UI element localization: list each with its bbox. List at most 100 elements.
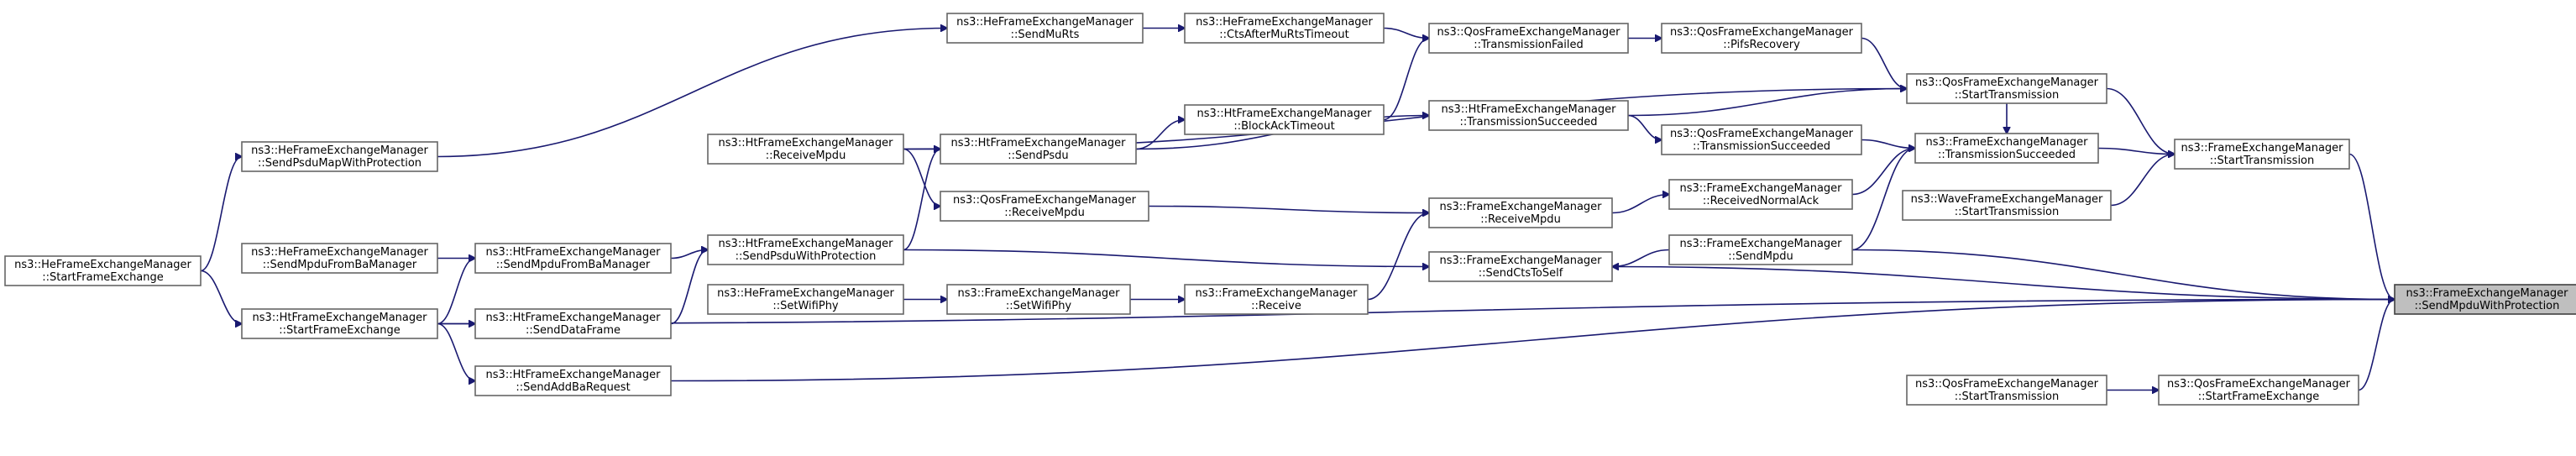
- node-label-method: ::PifsRecovery: [1723, 39, 1800, 51]
- graph-node-qos-pifsrecovery[interactable]: ns3::QosFrameExchangeManager::PifsRecove…: [1661, 23, 1862, 54]
- node-label-class: ns3::HtFrameExchangeManager: [486, 312, 662, 324]
- edge-path: [1135, 120, 1185, 150]
- node-box: [1184, 104, 1385, 135]
- graph-node-he-startframeexchange[interactable]: ns3::HeFrameExchangeManager::StartFrameE…: [4, 255, 202, 286]
- graph-node-fem-starttransmission[interactable]: ns3::FrameExchangeManager::StartTransmis…: [2174, 139, 2350, 170]
- graph-node-qos-starttransmission-a[interactable]: ns3::QosFrameExchangeManager::StartTrans…: [1906, 73, 2107, 104]
- edge-ht-sendpsdu-calls-ht-blockacktimeout: [1135, 120, 1185, 150]
- node-box: [707, 284, 904, 315]
- graph-node-ht-sendmpdufrombamanager[interactable]: ns3::HtFrameExchangeManager::SendMpduFro…: [474, 243, 672, 274]
- node-label-method: ::SendAddBaRequest: [516, 381, 630, 394]
- node-label-class: ns3::HtFrameExchangeManager: [253, 312, 428, 324]
- edge-he-startframeexchange-calls-ht-startframeexchange: [200, 270, 242, 324]
- graph-node-ht-sendpsduwithprotection[interactable]: ns3::HtFrameExchangeManager::SendPsduWit…: [707, 234, 904, 265]
- node-box: [707, 234, 904, 265]
- node-box: [1661, 124, 1862, 155]
- edge-he-ctsaftermurtstimeout-calls-qos-transmissionfailed: [1383, 27, 1429, 39]
- edge-path: [1851, 149, 1915, 251]
- node-label-class: ns3::HtFrameExchangeManager: [951, 137, 1127, 149]
- edge-fem-receivednormalack-calls-fem-transmissionsucceeded: [1851, 149, 1915, 196]
- node-box: [1902, 190, 2112, 221]
- graph-node-fem-transmissionsucceeded[interactable]: ns3::FrameExchangeManager::TransmissionS…: [1914, 133, 2099, 164]
- graph-node-fem-sendmpdu[interactable]: ns3::FrameExchangeManager::SendMpdu: [1668, 234, 1853, 265]
- node-box: [940, 134, 1137, 165]
- edge-path: [1611, 195, 1669, 214]
- node-label-class: ns3::FrameExchangeManager: [1439, 254, 1602, 267]
- edge-path: [2348, 153, 2395, 300]
- edge-qos-startframeexchange-calls-sendmpduwithprotection: [2358, 300, 2395, 391]
- node-box: [707, 134, 904, 165]
- graph-node-fem-receive[interactable]: ns3::FrameExchangeManager::Receive: [1184, 284, 1369, 315]
- edge-path: [2358, 300, 2395, 391]
- graph-node-ht-sendaddbarequest[interactable]: ns3::HtFrameExchangeManager::SendAddBaRe…: [474, 365, 672, 396]
- graph-node-qos-starttransmission-b[interactable]: ns3::QosFrameExchangeManager::StartTrans…: [1906, 375, 2107, 406]
- edge-path: [1383, 27, 1429, 39]
- node-label-class: ns3::FrameExchangeManager: [1679, 238, 1842, 250]
- edge-fem-receive-calls-fem-receivempdu: [1367, 213, 1429, 301]
- node-label-class: ns3::HeFrameExchangeManager: [251, 144, 428, 157]
- graph-node-he-setwifiphy[interactable]: ns3::HeFrameExchangeManager::SetWifiPhy: [707, 284, 904, 315]
- node-box: [241, 308, 438, 339]
- edge-path: [1851, 249, 2395, 300]
- graph-node-ht-startframeexchange[interactable]: ns3::HtFrameExchangeManager::StartFrameE…: [241, 308, 438, 339]
- edge-qos-receivempdu-calls-fem-receivempdu: [1148, 205, 1429, 213]
- graph-node-ht-transmissionsucceeded[interactable]: ns3::HtFrameExchangeManager::Transmissio…: [1428, 100, 1629, 131]
- edge-fem-sendmpdu-calls-fem-transmissionsucceeded: [1851, 149, 1915, 251]
- node-label-method: ::SendMpduFromBaManager: [496, 259, 651, 271]
- edge-fem-transmissionsucceeded-calls-fem-starttransmission: [2097, 147, 2175, 155]
- graph-node-ht-blockacktimeout[interactable]: ns3::HtFrameExchangeManager::BlockAckTim…: [1184, 104, 1385, 135]
- graph-node-qos-receivempdu[interactable]: ns3::QosFrameExchangeManager::ReceiveMpd…: [940, 191, 1149, 222]
- node-label-class: ns3::QosFrameExchangeManager: [1437, 26, 1620, 39]
- node-label-class: ns3::HtFrameExchangeManager: [486, 246, 662, 259]
- node-label-method: ::SendMpduWithProtection: [2415, 300, 2560, 312]
- node-label-method: ::SendCtsToSelf: [1479, 267, 1563, 280]
- graph-node-ht-sendpsdu[interactable]: ns3::HtFrameExchangeManager::SendPsdu: [940, 134, 1137, 165]
- node-label-method: ::SendMpdu: [1728, 250, 1793, 263]
- edge-path: [2097, 147, 2175, 155]
- node-box: [1428, 197, 1613, 228]
- graph-node-fem-receivednormalack[interactable]: ns3::FrameExchangeManager::ReceivedNorma…: [1668, 179, 1853, 210]
- graph-node-ht-receivempdu[interactable]: ns3::HtFrameExchangeManager::ReceiveMpdu: [707, 134, 904, 165]
- graph-node-he-sendpsdumapwithprotection[interactable]: ns3::HeFrameExchangeManager::SendPsduMap…: [241, 141, 438, 172]
- edge-ht-sendmpdufrombamanager-calls-ht-sendpsduwithprotection: [670, 250, 708, 259]
- graph-node-he-sendmurts[interactable]: ns3::HeFrameExchangeManager::SendMuRts: [946, 13, 1144, 44]
- graph-node-qos-transmissionsucceeded[interactable]: ns3::QosFrameExchangeManager::Transmissi…: [1661, 124, 1862, 155]
- node-box: [1668, 234, 1853, 265]
- node-label-class: ns3::HtFrameExchangeManager: [719, 137, 894, 149]
- graph-node-he-ctsaftermurtstimeout[interactable]: ns3::HeFrameExchangeManager::CtsAfterMuR…: [1184, 13, 1385, 44]
- node-label-method: ::TransmissionFailed: [1474, 39, 1583, 51]
- edge-path: [1612, 249, 1670, 267]
- graph-node-fem-receivempdu[interactable]: ns3::FrameExchangeManager::ReceiveMpdu: [1428, 197, 1613, 228]
- node-box: [2394, 284, 2576, 315]
- graph-node-qos-startframeexchange[interactable]: ns3::QosFrameExchangeManager::StartFrame…: [2158, 375, 2359, 406]
- node-label-method: ::ReceivedNormalAck: [1703, 195, 1819, 207]
- graph-node-fem-sendctstoself[interactable]: ns3::FrameExchangeManager::SendCtsToSelf: [1428, 251, 1613, 282]
- edge-he-startframeexchange-calls-he-sendpsdumapwithprotection: [200, 157, 242, 272]
- node-label-method: ::ReceiveMpdu: [1004, 207, 1085, 219]
- node-label-class: ns3::FrameExchangeManager: [1679, 182, 1842, 195]
- graph-node-he-sendmpdufrombamanager[interactable]: ns3::HeFrameExchangeManager::SendMpduFro…: [241, 243, 438, 274]
- edge-he-sendpsdumapwithprotection-calls-he-sendmurts: [437, 29, 947, 158]
- node-label-method: ::SetWifiPhy: [772, 300, 839, 312]
- graph-node-fem-setwifiphy[interactable]: ns3::FrameExchangeManager::SetWifiPhy: [946, 284, 1131, 315]
- node-box: [1184, 13, 1385, 44]
- edge-path: [200, 157, 242, 272]
- edge-path: [903, 148, 940, 207]
- node-box: [1428, 100, 1629, 131]
- graph-node-ht-senddataframe[interactable]: ns3::HtFrameExchangeManager::SendDataFra…: [474, 308, 672, 339]
- node-label-class: ns3::HeFrameExchangeManager: [14, 259, 191, 271]
- node-label-method: ::StartTransmission: [2210, 155, 2315, 167]
- edge-qos-pifsrecovery-calls-qos-starttransmission-a: [1861, 37, 1907, 89]
- edge-path: [903, 149, 940, 251]
- node-label-method: ::ReceiveMpdu: [766, 149, 846, 162]
- graph-node-qos-transmissionfailed[interactable]: ns3::QosFrameExchangeManager::Transmissi…: [1428, 23, 1629, 54]
- node-box: [474, 308, 672, 339]
- node-box: [4, 255, 202, 286]
- node-box: [474, 243, 672, 274]
- edge-path: [437, 259, 475, 325]
- graph-node-sendmpduwithprotection[interactable]: ns3::FrameExchangeManager::SendMpduWithP…: [2394, 284, 2576, 315]
- edge-ht-sendpsduwithprotection-calls-ht-sendpsdu: [903, 149, 940, 251]
- node-label-method: ::SendPsduWithProtection: [736, 250, 877, 263]
- graph-node-wave-starttransmission[interactable]: ns3::WaveFrameExchangeManager::StartTran…: [1902, 190, 2112, 221]
- node-box: [1428, 23, 1629, 54]
